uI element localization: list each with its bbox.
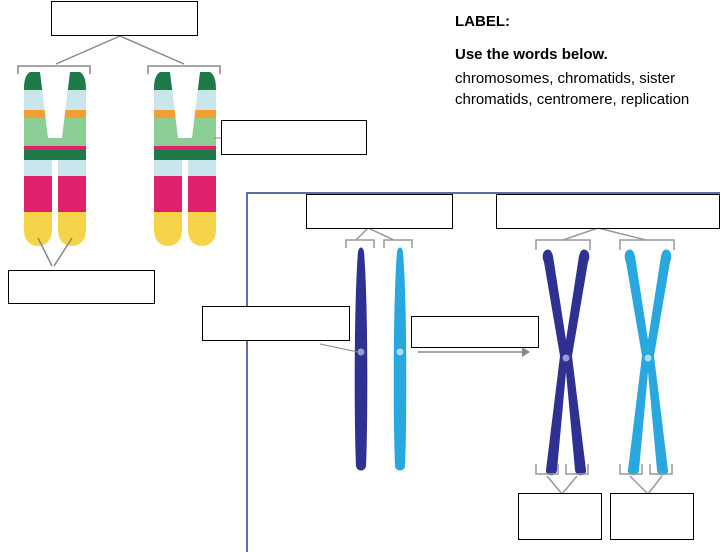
left-chromosome — [24, 72, 86, 246]
label-box-centromere-top[interactable] — [221, 120, 367, 155]
bottom-arrows — [37, 237, 73, 267]
centromere-dot — [356, 347, 366, 357]
label-box-chromatid-right[interactable] — [610, 493, 694, 540]
replication-arrow — [418, 347, 530, 357]
label-box-panel-right[interactable] — [496, 194, 720, 229]
replication-panel — [246, 192, 720, 552]
label-box-chromatid-left[interactable] — [518, 493, 602, 540]
navy-chromosome — [354, 247, 368, 471]
centromere-dot — [395, 347, 405, 357]
sky-chromosome — [393, 247, 407, 471]
label-box-top[interactable] — [51, 1, 198, 36]
replicated-brackets — [535, 227, 675, 250]
centromere-dot — [643, 353, 653, 363]
label-box-replication[interactable] — [411, 316, 539, 348]
pointer-line — [319, 343, 359, 353]
top-bracket — [17, 35, 221, 74]
label-box-centromere-panel[interactable] — [202, 306, 350, 341]
chromatid-brackets — [535, 464, 673, 495]
word-bank: chromosomes, chromatids, sister chromati… — [455, 70, 690, 108]
label-box-panel-left[interactable] — [306, 194, 453, 229]
right-chromosome — [154, 72, 216, 246]
instructions-subtitle: Use the words below. — [455, 46, 608, 63]
label-box-bottom-left[interactable] — [8, 270, 155, 304]
unreplicated-brackets — [345, 227, 413, 248]
centromere-dot — [561, 353, 571, 363]
chromosome-diagram — [17, 35, 675, 495]
label-heading: LABEL: — [455, 13, 510, 30]
